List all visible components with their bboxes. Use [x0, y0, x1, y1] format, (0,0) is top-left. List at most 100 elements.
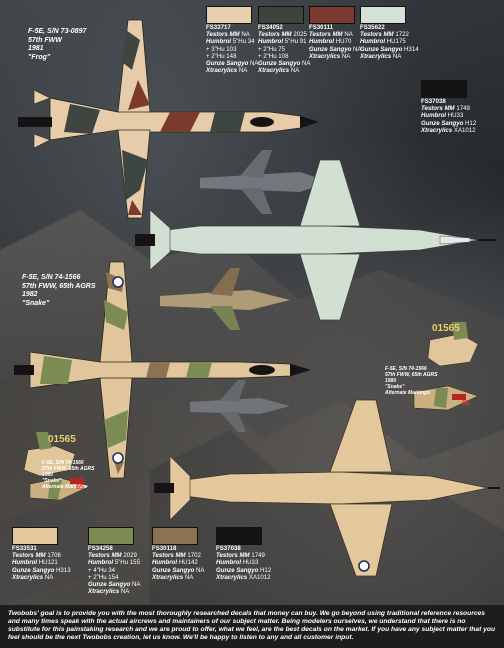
paint-value: NA — [120, 588, 130, 596]
fs-code: FS37038 — [421, 98, 446, 105]
paint-equivalent: Gunze Sangyo H313 — [12, 566, 71, 574]
paint-brand: Xtracrylics — [206, 67, 239, 75]
paint-value: NA — [302, 60, 311, 68]
paint-equivalent: Xtracrylics XA1012 — [421, 126, 476, 134]
paint-value: NA — [44, 573, 54, 581]
paint-value: HU33 — [447, 112, 464, 120]
background-aircraft-camo — [160, 268, 290, 330]
paint-brand: Testors MM — [152, 552, 188, 560]
alt-line: 57th FWW, 65th AGRS — [42, 466, 95, 472]
paint-equivalent: Xtracrylics NA — [360, 53, 406, 60]
tail-serial-left: 01565 — [48, 434, 76, 445]
background-aircraft-grey-1 — [200, 150, 330, 214]
paint-color-chip — [421, 80, 467, 98]
paint-equivalent: + 2"Hu 75 — [258, 46, 304, 53]
fs-code: FS30118 — [152, 545, 177, 552]
paint-brand: Humbrol — [421, 112, 448, 120]
paint-value: + 2"Hu 108 — [258, 52, 289, 60]
footer-text: Twobobs' goal is to provide you with the… — [8, 610, 496, 641]
paint-brand: Xtracrylics — [216, 573, 249, 581]
paint-value: NA — [132, 581, 141, 589]
aircraft-unit: 57th FWW — [28, 36, 62, 44]
alt-line: Alternate Markings — [42, 484, 88, 490]
paint-value: 2029 — [123, 552, 137, 560]
aircraft-tan-underside — [154, 399, 500, 577]
paint-value: + 2"Hu 75 — [258, 45, 286, 53]
paint-equivalent: Humbrol 5"Hu 34 — [206, 38, 255, 45]
background-aircraft-grey-2 — [190, 380, 290, 432]
fs-code: FS33531 — [12, 545, 37, 552]
paint-brand: Gunze Sangyo — [206, 60, 251, 68]
paint-color-chip — [152, 527, 198, 545]
paint-brand: Gunze Sangyo — [88, 581, 133, 589]
paint-brand: Xtracrylics — [309, 52, 342, 60]
paint-brand: Testors MM — [12, 552, 48, 560]
paint-value: NA — [344, 31, 353, 39]
paint-value: H12 — [465, 119, 477, 127]
paint-value: H314 — [404, 45, 419, 53]
paint-equivalent: Testors MM 1722 — [360, 31, 409, 38]
alt-markings-caption-left: F-5E, S/N 74-1566 57th FWW, 65th AGRS 19… — [42, 460, 95, 490]
paint-value: H12 — [260, 566, 272, 574]
paint-value: NA — [184, 573, 194, 581]
paint-equivalent: Testors MM 2029 — [88, 552, 137, 560]
aircraft-nickname: "Frog" — [28, 53, 51, 61]
paint-value: NA — [353, 45, 362, 53]
paint-value: + 4"Hu 34 — [88, 566, 116, 574]
paint-value: HU70 — [335, 38, 352, 46]
paint-equivalent: Xtracrylics NA — [309, 53, 355, 60]
paint-equivalent: Xtracrylics XA1012 — [216, 573, 271, 581]
paint-value: HU175 — [386, 38, 406, 46]
alt-line: "Snake" — [385, 384, 405, 390]
paint-equivalent: Testors MM NA — [206, 31, 252, 38]
paint-brand: Testors MM — [258, 31, 294, 39]
paint-equivalent: + 2"Hu 108 — [258, 53, 304, 60]
paint-color-chip — [309, 6, 355, 24]
paint-equivalent: Humbrol HU121 — [12, 559, 58, 566]
paint-value: 2025 — [293, 31, 307, 39]
paint-equivalent: Testors MM 1749 — [421, 105, 470, 112]
paint-equivalent: Humbrol 5"Hu 155 — [88, 559, 140, 567]
paint-value: NA — [290, 67, 300, 75]
paint-brand: Humbrol — [88, 559, 115, 567]
paint-brand: Xtracrylics — [421, 126, 454, 134]
paint-brand: Testors MM — [309, 31, 345, 39]
paint-value: HU142 — [178, 559, 198, 567]
paint-brand: Testors MM — [206, 31, 242, 39]
alt-line: Alternate Markings — [385, 390, 431, 396]
paint-value: 1702 — [187, 552, 201, 560]
fs-code: FS35622 — [360, 24, 385, 31]
paint-equivalent: Gunze Sangyo NA — [258, 60, 311, 68]
paint-value: H313 — [56, 566, 71, 574]
aircraft-nickname: "Snake" — [22, 299, 50, 307]
paint-equivalent: Xtracrylics NA — [206, 67, 252, 74]
paint-brand: Gunze Sangyo — [216, 566, 261, 574]
paint-value: 5"Hu 155 — [114, 559, 140, 567]
alt-line: 1980 — [42, 472, 54, 478]
paint-brand: Gunze Sangyo — [12, 566, 57, 574]
paint-brand: Humbrol — [12, 559, 39, 567]
paint-equivalent: Humbrol 5"Hu 91 — [258, 38, 307, 45]
paint-brand: Xtracrylics — [88, 588, 121, 596]
paint-brand: Gunze Sangyo — [258, 60, 303, 68]
aircraft-snake-top-view — [14, 261, 312, 479]
footer-statement: Twobobs' goal is to provide you with the… — [0, 605, 504, 648]
alt-line: 57th FWW, 65th AGRS — [385, 372, 438, 378]
paint-equivalent: Gunze Sangyo H12 — [421, 120, 476, 127]
paint-value: 1749 — [251, 552, 265, 560]
aircraft-title: F-5E, S/N 73-0897 — [28, 28, 87, 35]
paint-value: NA — [241, 31, 250, 39]
paint-equivalent: Gunze Sangyo H12 — [216, 566, 271, 574]
paint-brand: Humbrol — [360, 38, 387, 46]
paint-value: NA — [238, 67, 248, 75]
aircraft-year: 1981 — [28, 45, 44, 52]
paint-value: HU33 — [242, 559, 259, 567]
nose-number-right: 65 — [462, 400, 470, 407]
